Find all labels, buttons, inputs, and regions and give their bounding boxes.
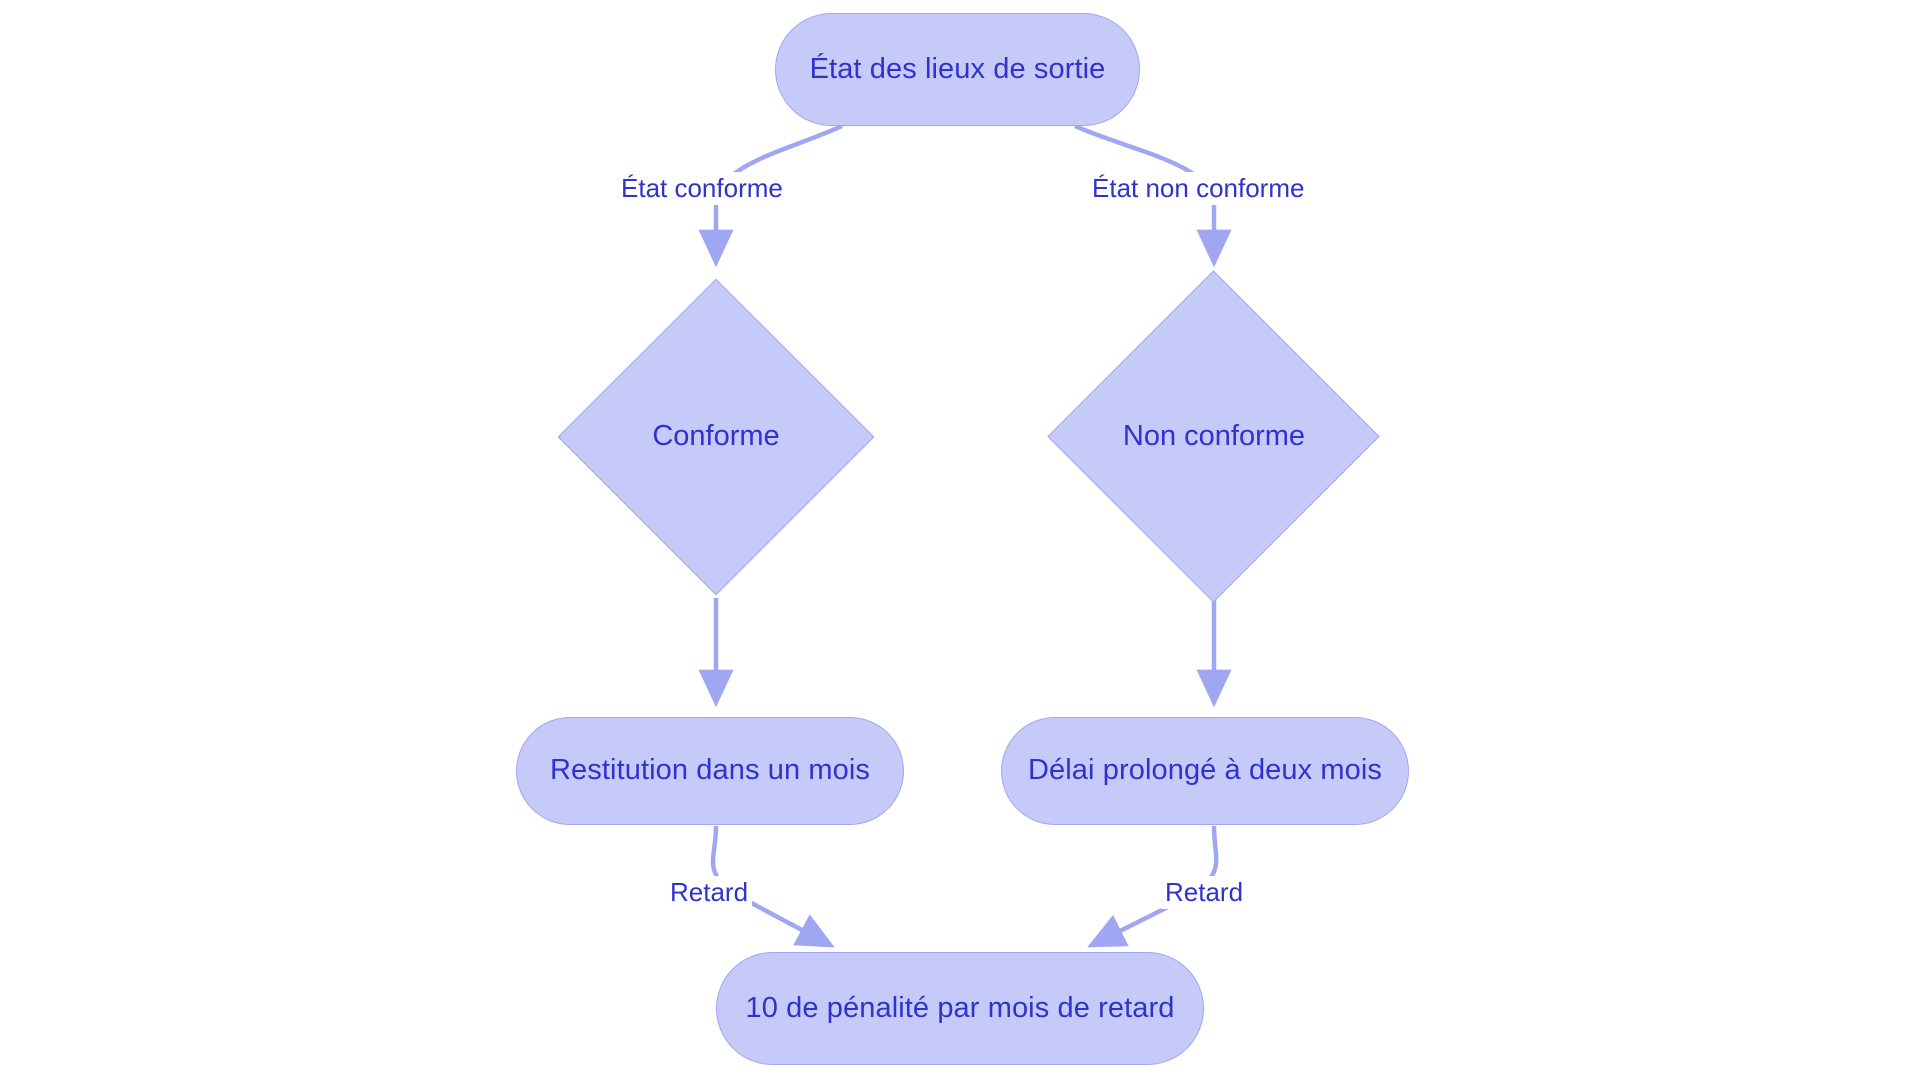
node-label: Conforme [652,420,780,453]
edge-label-etat-non-conforme: État non conforme [1088,172,1309,206]
edge-label-retard-left: Retard [666,876,753,910]
edge-label-etat-conforme: État conforme [617,172,787,206]
node-label: 10 de pénalité par mois de retard [745,991,1175,1024]
edge-label-retard-right: Retard [1161,876,1248,910]
node-restitution-dans-un-mois[interactable]: Restitution dans un mois [516,717,904,825]
node-label: Non conforme [1122,420,1306,453]
node-non-conforme[interactable]: Non conforme [1030,270,1398,603]
node-etat-des-lieux-de-sortie[interactable]: État des lieux de sortie [775,13,1140,126]
node-conforme[interactable]: Conforme [557,278,875,596]
node-delai-prolonge-a-deux-mois[interactable]: Délai prolongé à deux mois [1001,717,1409,825]
node-label: Délai prolongé à deux mois [1027,754,1383,787]
node-label: État des lieux de sortie [809,52,1106,85]
node-label: Restitution dans un mois [550,754,870,787]
node-penalite-par-mois-de-retard[interactable]: 10 de pénalité par mois de retard [716,952,1204,1065]
